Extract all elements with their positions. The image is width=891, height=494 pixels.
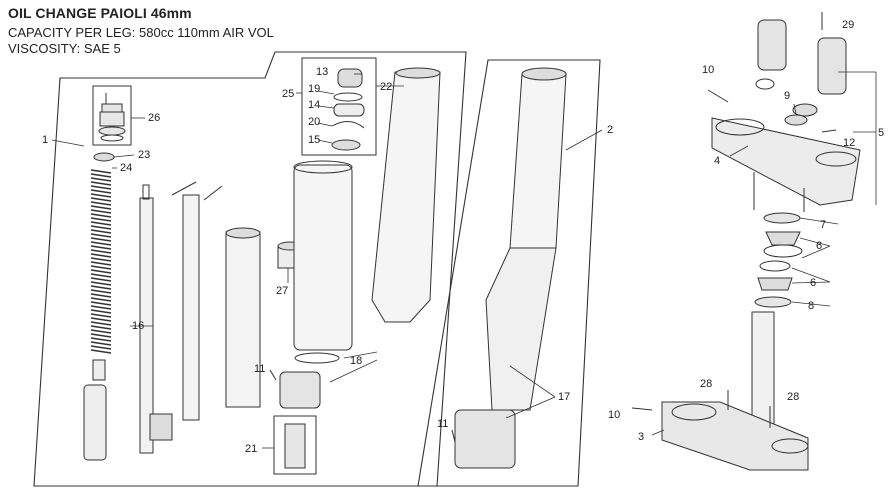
part-12-bolt <box>821 129 837 133</box>
inner-tube <box>293 164 353 351</box>
callout-6b: 6 <box>810 277 816 289</box>
part-1-lower-tube <box>83 384 107 461</box>
callout-15: 15 <box>308 134 320 146</box>
part-18-axle-clamp <box>279 371 321 409</box>
callout-26: 26 <box>148 112 160 124</box>
callout-10b: 10 <box>608 409 620 421</box>
part-11-bolt-b <box>451 429 456 443</box>
part-10-bolt-upper <box>707 89 729 103</box>
part-2-fork-upper <box>509 73 567 249</box>
callout-17: 17 <box>558 391 570 403</box>
part-5-cap <box>792 103 818 117</box>
part-4-top-clamp <box>711 117 861 206</box>
callout-22: 22 <box>380 81 392 93</box>
part-2-axle-foot <box>454 409 516 469</box>
part-6-race-lower <box>759 260 791 272</box>
part-7-washer <box>763 212 801 224</box>
callout-29: 29 <box>842 19 854 31</box>
part-5-riser-left <box>757 19 787 71</box>
part-2-fork-lower <box>485 247 557 411</box>
callout-21: 21 <box>245 443 257 455</box>
part-20-clip <box>331 121 365 129</box>
cartridge-outline-right <box>203 185 223 201</box>
callout-27: 27 <box>276 285 288 297</box>
callout-3: 3 <box>638 431 644 443</box>
callout-11a: 11 <box>254 363 265 375</box>
callout-12: 12 <box>843 137 855 149</box>
part-1-cartridge-foot <box>92 359 106 381</box>
cartridge-rod <box>182 194 200 421</box>
diagram-title: OIL CHANGE PAIOLI 46mm <box>8 5 192 21</box>
callout-25: 25 <box>282 88 294 100</box>
part-11-bolt-a <box>269 369 277 381</box>
part-8-washer <box>754 296 792 308</box>
part-5-ring <box>755 78 775 90</box>
capacity-note: CAPACITY PER LEG: 580cc 110mm AIR VOL <box>8 25 274 40</box>
callout-2: 2 <box>607 124 613 136</box>
part-25-box <box>301 57 377 156</box>
part-5-riser-right <box>817 37 847 95</box>
cartridge-outline-left <box>171 181 197 196</box>
callout-4: 4 <box>714 155 720 167</box>
part-16-rod-tip <box>142 184 150 200</box>
callout-16: 16 <box>132 320 144 332</box>
assembly-1-frame <box>33 51 467 487</box>
callout-14: 14 <box>308 99 320 111</box>
part-14-seal <box>333 103 365 117</box>
callout-10a: 10 <box>702 64 714 76</box>
part-10-bolt-lower <box>631 407 653 411</box>
callout-19: 19 <box>308 83 320 95</box>
callout-20: 20 <box>308 116 320 128</box>
callout-24: 24 <box>120 162 132 174</box>
part-16-rod <box>139 197 154 454</box>
part-6-bearing-upper <box>765 231 801 246</box>
part-22-outer-tube <box>371 71 441 323</box>
cartridge-valve <box>149 413 173 441</box>
part-6-bearing-lower <box>757 277 793 291</box>
part-26-cap <box>98 93 126 142</box>
part-24-spring <box>90 169 112 354</box>
callout-6a: 6 <box>816 240 822 252</box>
callout-8: 8 <box>808 300 814 312</box>
callout-11b: 11 <box>437 418 448 430</box>
part-13-seal <box>337 68 363 88</box>
callout-7: 7 <box>820 219 826 231</box>
callout-9: 9 <box>784 90 790 102</box>
part-15-bushing <box>331 139 361 151</box>
damper-tube <box>225 231 261 408</box>
part-21-valve <box>284 423 306 469</box>
callout-1: 1 <box>42 134 48 146</box>
callout-28a: 28 <box>700 378 712 390</box>
part-21-box <box>273 415 317 475</box>
callout-23: 23 <box>138 149 150 161</box>
assembly-2-frame <box>417 59 601 487</box>
part-3-bottom-clamp <box>661 401 809 471</box>
part-18-ring <box>294 352 340 364</box>
part-23-spacer <box>93 152 115 162</box>
callout-18: 18 <box>350 355 362 367</box>
callout-28b: 28 <box>787 391 799 403</box>
callout-5: 5 <box>878 127 884 139</box>
part-19-ring <box>333 92 363 102</box>
part-6-race-upper <box>763 244 803 258</box>
part-9-nut <box>784 114 808 126</box>
callout-13: 13 <box>316 66 328 78</box>
viscosity-note: VISCOSITY: SAE 5 <box>8 41 121 56</box>
part-26-box <box>92 85 132 146</box>
